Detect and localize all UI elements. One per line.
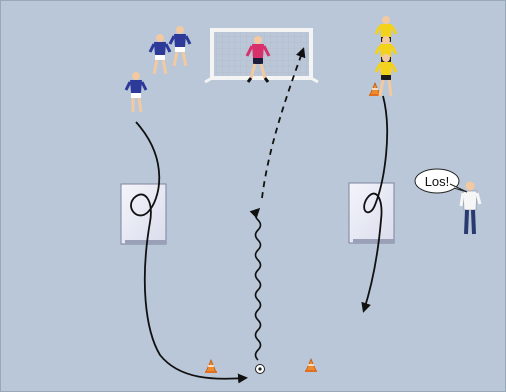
speech-bubble-text: Los! — [425, 174, 450, 189]
soccer-ball-icon — [256, 365, 265, 374]
agility-mat-icon-right — [349, 183, 394, 243]
